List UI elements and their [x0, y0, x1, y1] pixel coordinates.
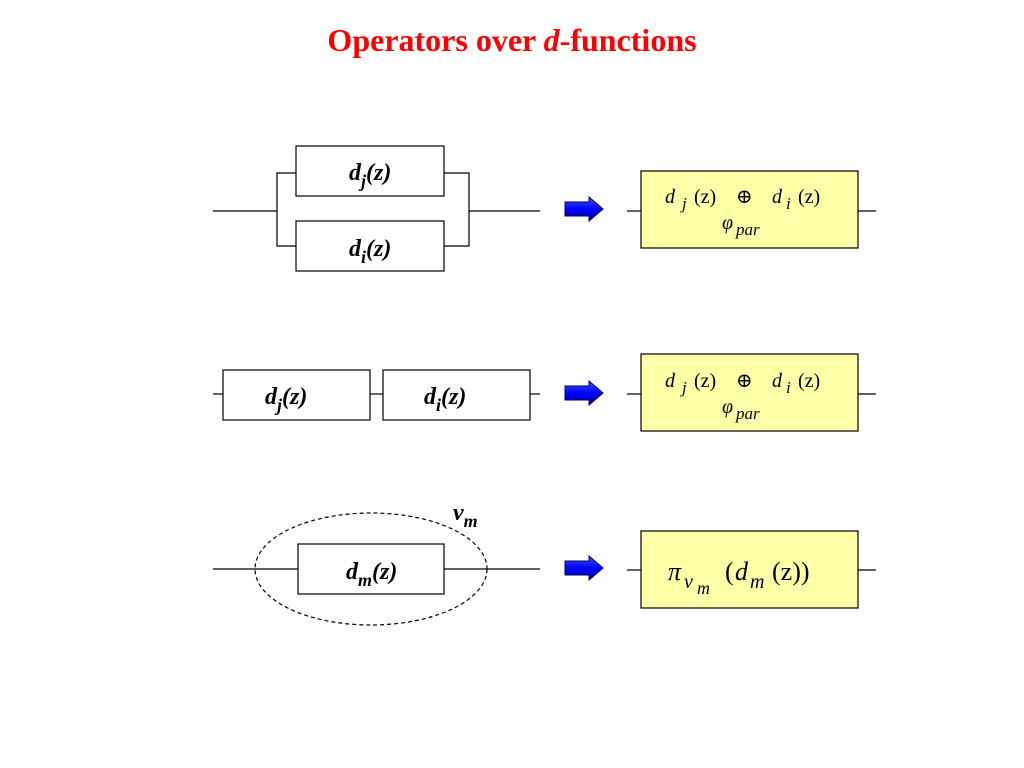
block-di-series [382, 369, 531, 421]
parallel-network [213, 145, 540, 272]
result-box-projection [627, 530, 876, 609]
result-box-series [627, 353, 876, 432]
result-projection-expression: π v m ( d m (z)) [668, 557, 810, 600]
result-box-parallel [627, 170, 876, 249]
block-di [295, 220, 445, 272]
block-dj-series-label: dj(z) [265, 384, 307, 415]
result-parallel-phi: φ par [722, 212, 760, 239]
block-dm-label: dm(z) [346, 559, 397, 590]
block-dj [295, 145, 445, 197]
node-label-vm: vm [453, 500, 478, 531]
right-arrow-icon [564, 379, 604, 407]
result-series-phi: φ par [722, 396, 760, 423]
block-di-label: di(z) [349, 236, 391, 267]
block-dj-label: dj(z) [349, 160, 391, 191]
result-series-expression: d j (z) ⊕ d i (z) [665, 370, 820, 398]
right-arrow-icon [564, 195, 604, 223]
slide-title: Operators over d-functions [327, 22, 697, 58]
right-arrow-icon [564, 554, 604, 582]
projection-network [213, 512, 540, 626]
result-parallel-expression: d j (z) ⊕ d i (z) [665, 186, 820, 214]
block-di-series-label: di(z) [424, 384, 466, 415]
series-network [213, 369, 540, 421]
block-dj-series [222, 369, 371, 421]
node-boundary-ellipse [254, 512, 488, 626]
block-dm [297, 543, 445, 595]
